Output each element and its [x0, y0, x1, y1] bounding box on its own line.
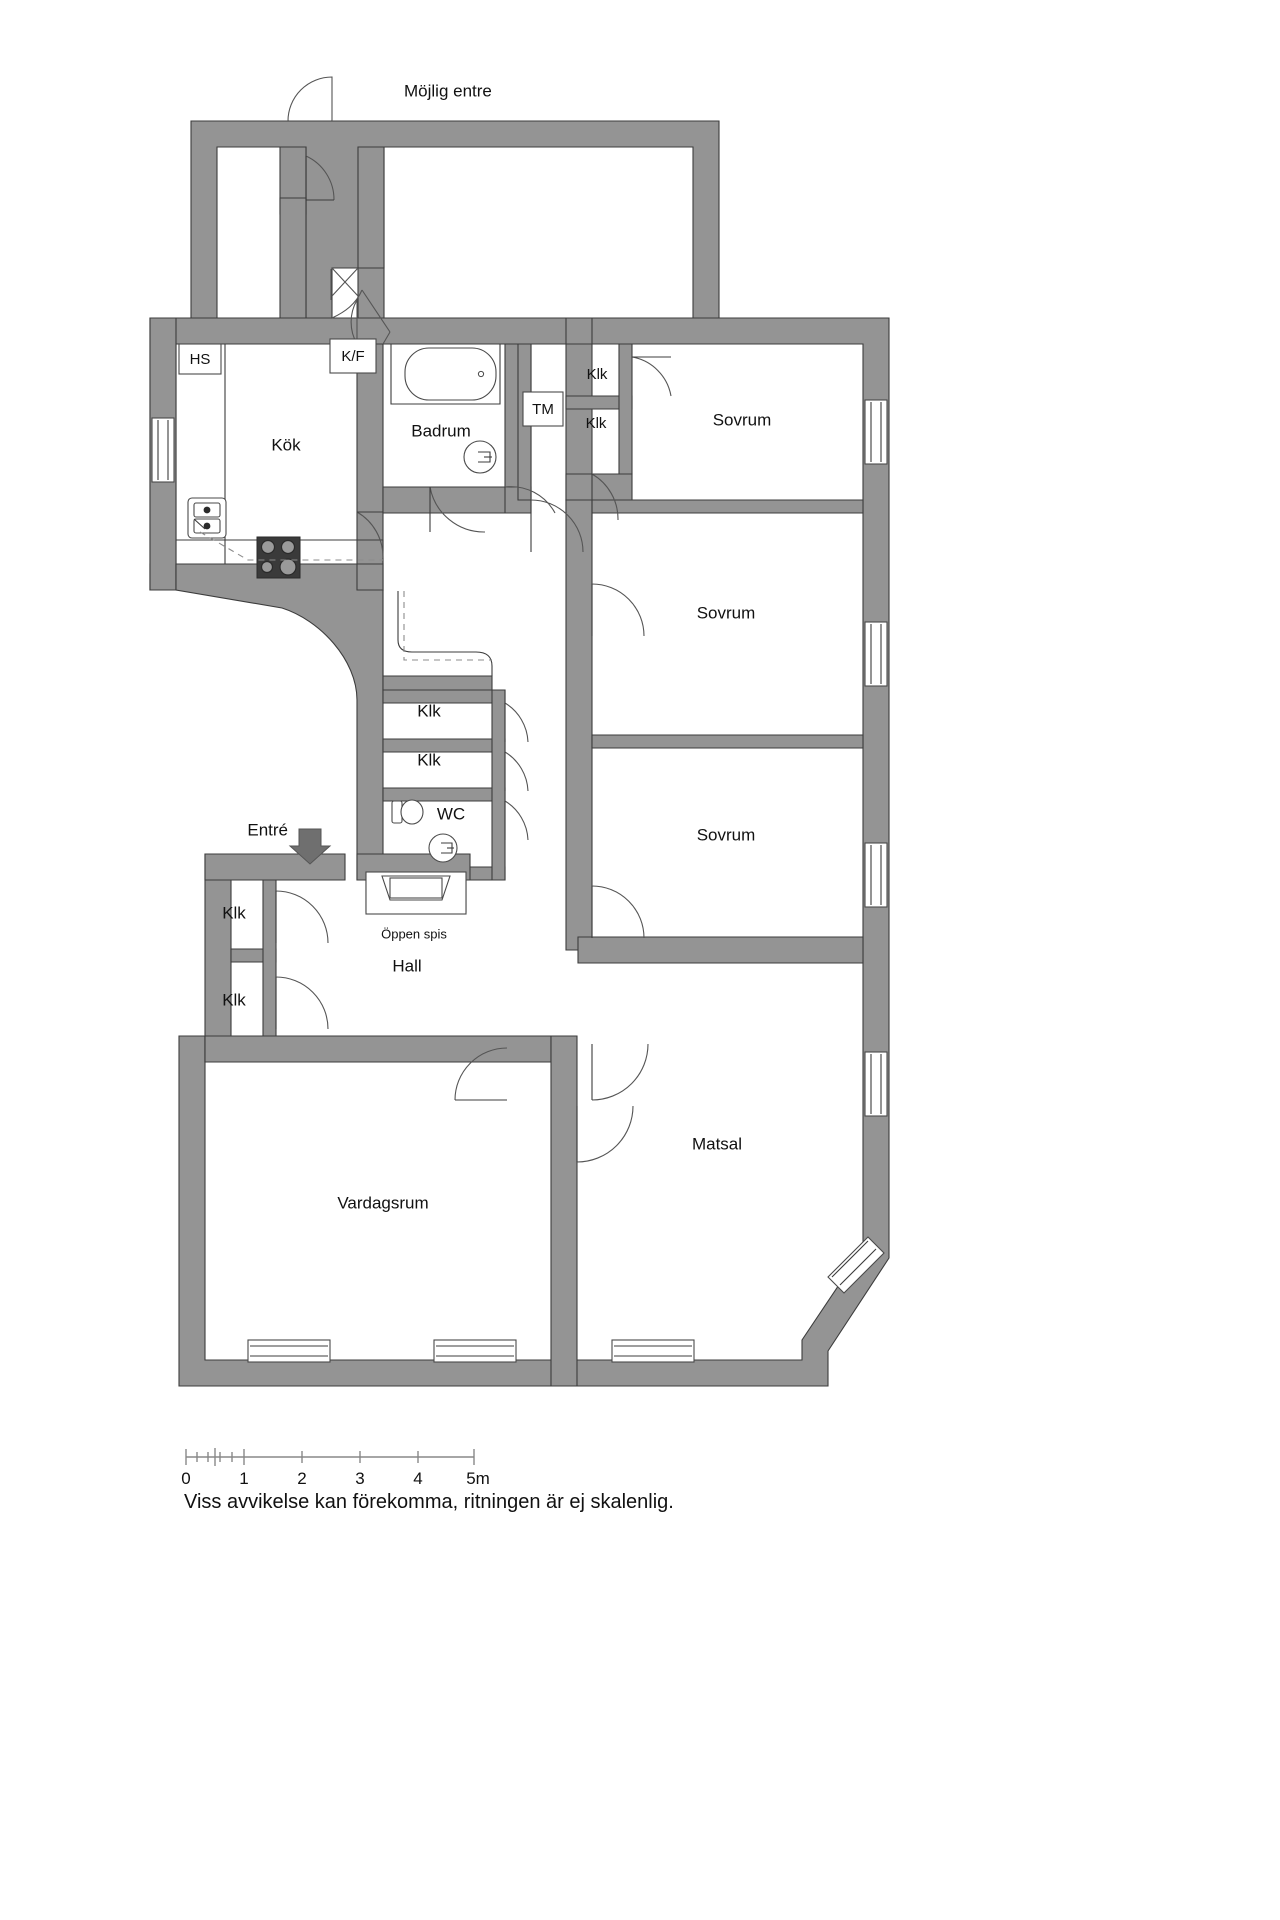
doors — [275, 289, 672, 1163]
wc-basin-icon — [428, 833, 458, 863]
window-vardagsrum-2 — [433, 1339, 517, 1363]
scale-tick-3: 3 — [355, 1469, 364, 1488]
tag-hs: HS — [178, 343, 222, 375]
scale-tick-1: 1 — [239, 1469, 248, 1488]
room-label-sovrum-2: Sovrum — [697, 603, 756, 622]
closet-labels: Klk Klk Klk Klk Klk Klk — [222, 366, 608, 1010]
washbasin-icon — [463, 440, 497, 474]
closet-label-hall-1: Klk — [222, 903, 246, 922]
sink-icon — [187, 497, 227, 539]
closet-label-mid-2: Klk — [417, 750, 441, 769]
internal-walls — [149, 317, 864, 1387]
room-label-kok: Kök — [271, 435, 301, 454]
bathtub-icon — [404, 347, 497, 401]
tag-hs-label: HS — [190, 351, 211, 368]
scale-tick-2: 2 — [297, 1469, 306, 1488]
closet-label-top-1: Klk — [587, 366, 608, 383]
room-label-badrum: Badrum — [411, 421, 471, 440]
room-label-hall: Hall — [392, 956, 421, 975]
plan-caption: Viss avvikelse kan förekomma, ritningen … — [184, 1491, 674, 1513]
window-matsal-right — [864, 1051, 888, 1117]
window-kitchen-left — [151, 417, 175, 483]
annotations: Möjlig entre Entré Öppen spis — [247, 81, 492, 941]
tag-tm-label: TM — [532, 401, 554, 418]
room-labels: Kök Badrum Sovrum Sovrum Sovrum Hall Mat… — [271, 410, 771, 1212]
scale-tick-5: 5m — [466, 1469, 490, 1488]
annotation-entre: Entré — [247, 820, 288, 839]
bathroom-fixtures — [390, 343, 505, 488]
appliance-tags: HS K/F TM — [178, 338, 564, 427]
tag-kf-label: K/F — [341, 348, 364, 365]
hall-left-wall — [179, 853, 552, 1063]
toilet-icon — [391, 799, 424, 825]
kitchen-fixtures — [176, 343, 384, 579]
room-label-matsal: Matsal — [692, 1134, 742, 1153]
wc-fixtures — [391, 799, 458, 863]
top-annex-walls — [190, 120, 720, 319]
entrance-arrow-icon — [288, 828, 332, 865]
tag-kf: K/F — [329, 338, 377, 374]
tag-tm: TM — [522, 391, 564, 427]
room-label-vardagsrum: Vardagsrum — [337, 1193, 428, 1212]
window-sovrum-3 — [864, 842, 888, 908]
window-vardagsrum-1 — [247, 1339, 331, 1363]
annotation-mojlig-entre: Möjlig entre — [404, 81, 492, 100]
scale-tick-0: 0 — [181, 1469, 190, 1488]
room-label-sovrum-1: Sovrum — [713, 410, 772, 429]
window-matsal-bottom — [611, 1339, 695, 1363]
window-sovrum-1 — [864, 399, 888, 465]
scale-bar: 0 1 2 3 4 5m — [181, 1448, 490, 1488]
room-label-sovrum-3: Sovrum — [697, 825, 756, 844]
closet-label-mid-1: Klk — [417, 701, 441, 720]
stove-icon — [256, 536, 301, 579]
annotation-oppen-spis: Öppen spis — [381, 926, 447, 941]
corridor-niche — [382, 590, 493, 676]
window-sovrum-2 — [864, 621, 888, 687]
fireplace-icon — [365, 871, 467, 915]
closet-label-top-2: Klk — [586, 415, 607, 432]
closet-label-hall-2: Klk — [222, 990, 246, 1009]
room-label-wc: WC — [437, 804, 465, 823]
top-annex-doors — [287, 76, 359, 300]
scale-tick-4: 4 — [413, 1469, 422, 1488]
window-matsal-corner — [827, 1236, 885, 1294]
windows — [151, 399, 888, 1363]
